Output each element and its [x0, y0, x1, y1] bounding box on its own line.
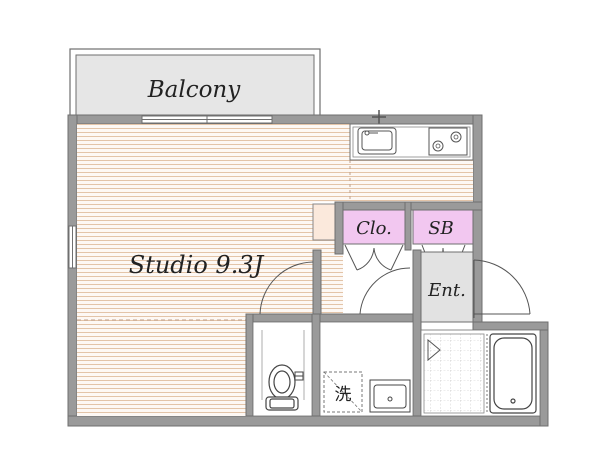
front-door [473, 259, 531, 318]
bathroom [420, 329, 541, 417]
toilet-icon [265, 364, 299, 411]
sink-icon [357, 127, 397, 155]
toilet-paper-icon [294, 371, 304, 381]
vanity-sink-icon [369, 379, 411, 413]
washroom-door-swing [359, 267, 411, 315]
fridge-space [312, 203, 336, 241]
bathtub-icon [489, 333, 537, 414]
closet-label: Clo. [356, 218, 392, 239]
studio-label: Studio 9.3J [129, 251, 265, 279]
side-window [68, 225, 77, 269]
shoe-box: SB [412, 209, 474, 269]
kitchen-counter [349, 123, 474, 161]
entrance-label: Ent. [427, 280, 466, 301]
washer-label: 洗 [335, 385, 352, 405]
balcony-window [141, 115, 273, 124]
entrance: Ent. [420, 251, 474, 323]
balcony-label: Balcony [147, 77, 242, 103]
vent-marker [372, 110, 386, 124]
stove-icon [428, 127, 468, 156]
toilet-room [252, 321, 313, 417]
washroom: 洗 [319, 321, 414, 417]
washing-machine-space: 洗 [323, 371, 363, 413]
closet: Clo. [342, 209, 406, 271]
shoe-box-label: SB [428, 218, 454, 239]
closet-door [344, 244, 404, 271]
balcony: Balcony [69, 48, 321, 120]
studio-door-swing [259, 261, 314, 315]
